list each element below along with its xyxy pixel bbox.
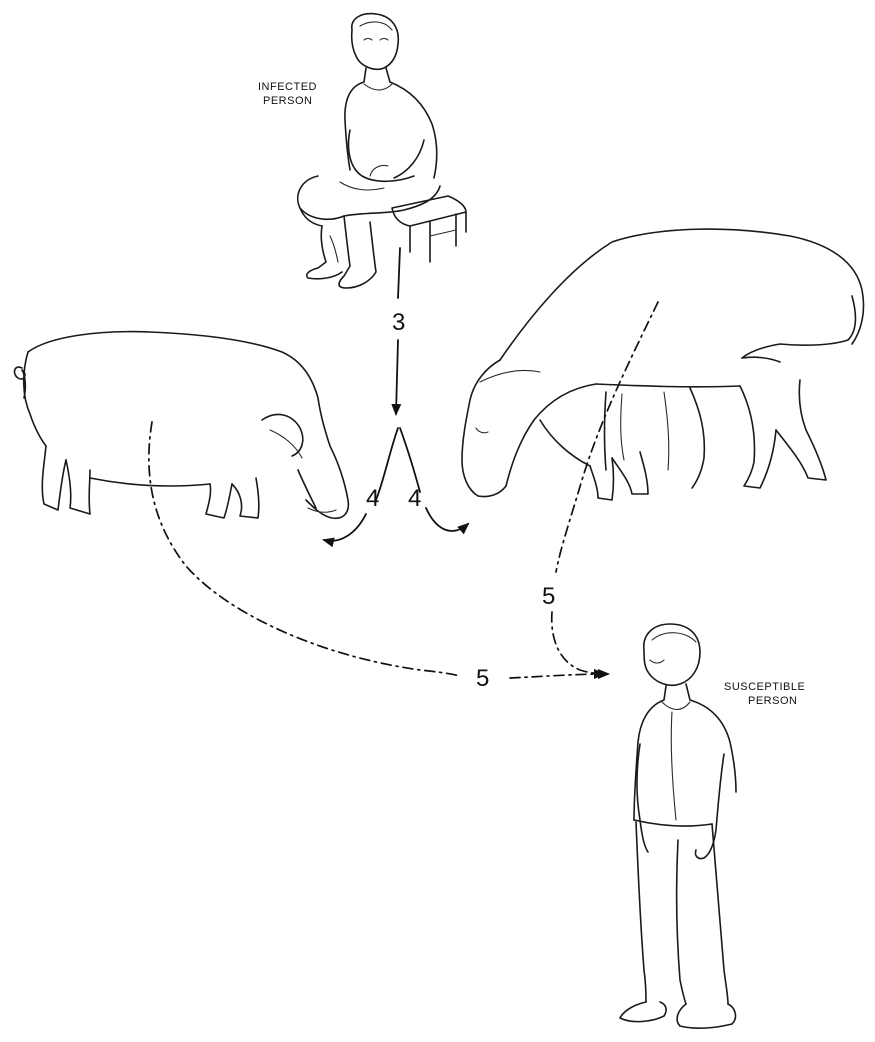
step-3-number: 3 <box>392 309 405 336</box>
step-4-number-pig: 4 <box>366 485 379 512</box>
susceptible-person-label-line2: PERSON <box>748 695 797 707</box>
cow-figure <box>462 229 864 500</box>
step-4-arrow-to-pig <box>324 428 398 541</box>
step-5-arrow-from-pig <box>149 422 604 678</box>
infected-person-label-line2: PERSON <box>263 95 312 107</box>
step-5-number-cow: 5 <box>542 583 555 610</box>
infected-person-figure <box>298 14 466 288</box>
susceptible-person-figure <box>620 624 736 1028</box>
step-4-arrow-to-cow <box>400 428 468 531</box>
step-4-number-cow: 4 <box>408 485 421 512</box>
step-5-arrow-from-cow <box>552 302 658 674</box>
infected-person-label-line1: INFECTED <box>258 81 317 93</box>
pig-figure <box>15 332 349 519</box>
step-5-number-pig: 5 <box>476 665 489 692</box>
susceptible-person-label-line1: SUSCEPTIBLE <box>724 681 805 693</box>
